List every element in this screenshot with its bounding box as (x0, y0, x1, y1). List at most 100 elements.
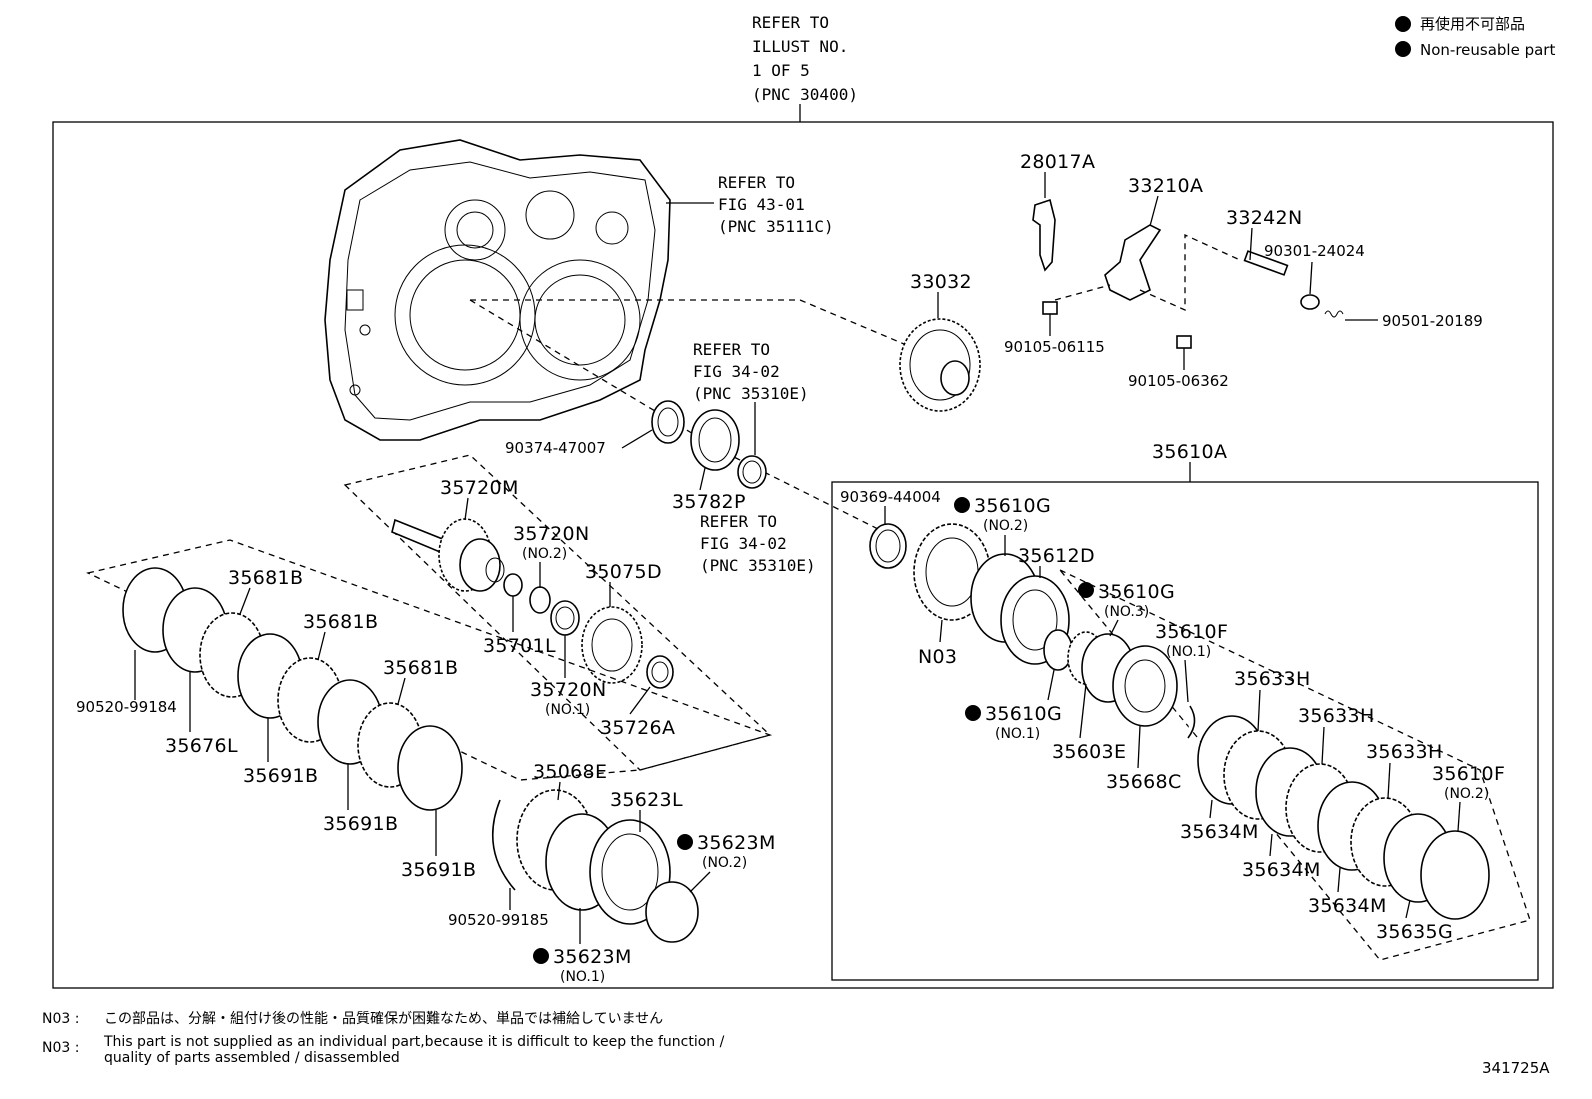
leader (939, 619, 943, 643)
non-reusable-dot-icon (533, 948, 549, 964)
washer-35701L-shape (503, 573, 523, 597)
leader (464, 497, 469, 521)
part-35075D: 35075D (585, 561, 662, 583)
bearing-90369-shape (869, 523, 907, 569)
part-35681B-a: 35681B (228, 567, 303, 589)
gear-33032-teeth (899, 318, 981, 412)
race-shape (737, 455, 767, 489)
spring-90501-shape (1324, 310, 1344, 318)
leader (1047, 669, 1055, 701)
leader (1184, 659, 1189, 703)
gear-35075D-body (591, 618, 633, 672)
bearing-35782P-shape (690, 409, 740, 471)
case-hole (349, 384, 361, 396)
leader (621, 429, 653, 449)
bearing-35782P-inner (698, 417, 732, 463)
shaft-33242N-shape (1243, 250, 1289, 276)
non-reusable-dot-icon (1395, 41, 1411, 57)
refer-fig-43-01: REFER TO FIG 43-01 (PNC 35111C) (666, 173, 834, 236)
gear-35720M-hub (485, 557, 505, 583)
refer-3402a-line2: FIG 34-02 (693, 362, 780, 381)
case-bore-2 (525, 190, 575, 240)
seal-90374-shape (651, 400, 685, 444)
leader (397, 677, 406, 705)
case-hole (359, 324, 371, 336)
part-35720M: 35720M (440, 477, 519, 499)
part-90105-06115: 90105-06115 (1004, 338, 1105, 356)
legend: 再使用不可部品 Non-reusable part (1395, 15, 1555, 59)
refer-3402b-line3: (PNC 35310E) (700, 556, 816, 575)
snap-ring-35610F1-shape (1187, 705, 1196, 739)
part-35068E: 35068E (533, 761, 607, 783)
note-1-text: この部品は、分解・組付け後の性能・品質確保が困難なため、単品では補給していません (104, 1011, 663, 1027)
snap-ring-90520-99185-shape (491, 799, 516, 891)
part-90369-44004: 90369-44004 (840, 488, 941, 506)
case-bore-1 (444, 199, 506, 261)
seal-plate-35668C-inner (1124, 659, 1166, 713)
legend-english: Non-reusable part (1420, 41, 1555, 59)
refer-3402b-line2: FIG 34-02 (700, 534, 787, 553)
leader (1249, 227, 1253, 261)
part-35720N-no2: 35720N (513, 523, 589, 545)
note-2-line-1: This part is not supplied as an individu… (103, 1034, 725, 1050)
plate-35691B-c-shape (397, 725, 463, 811)
refer-4301-line3: (PNC 35111C) (718, 217, 834, 236)
bolt-90105-06115-shape (1042, 301, 1058, 315)
part-35681B-c: 35681B (383, 657, 458, 679)
case-bore-1-inner (456, 211, 494, 249)
footnotes: N03 : この部品は、分解・組付け後の性能・品質確保が困難なため、単品では補給… (42, 1011, 1550, 1077)
gear-35075D-teeth (581, 606, 643, 684)
part-35610G-no1: 35610G (985, 703, 1062, 725)
part-35676L: 35676L (165, 735, 238, 757)
bearing-35720N1-shape (550, 600, 580, 636)
part-90520-99185: 90520-99185 (448, 911, 549, 929)
refer-3402a-line1: REFER TO (693, 340, 770, 359)
part-35782P: 35782P (672, 491, 746, 513)
part-N03: N03 (918, 646, 957, 668)
part-35633H-c: 35633H (1366, 741, 1443, 763)
leader (1257, 689, 1261, 732)
part-35610F-no2: 35610F (1432, 763, 1505, 785)
figure-id: 341725A (1482, 1059, 1550, 1077)
legend-japanese: 再使用不可部品 (1420, 15, 1525, 33)
gear-35720M-body (459, 538, 501, 592)
part-90520-99184: 90520-99184 (76, 698, 177, 716)
piston-35623L-inner (601, 833, 659, 911)
part-35603E: 35603E (1052, 741, 1126, 763)
refer-3402b-line1: REFER TO (700, 512, 777, 531)
part-35701L: 35701L (483, 635, 556, 657)
header-refer-line-4: (PNC 30400) (752, 85, 858, 104)
note-1-code: N03 : (42, 1011, 79, 1027)
leader (1209, 799, 1213, 819)
part-35634M-a: 35634M (1180, 821, 1259, 843)
part-35623L: 35623L (610, 789, 683, 811)
part-35668C: 35668C (1106, 771, 1182, 793)
case-outline (324, 139, 671, 441)
non-reusable-dot-icon (677, 834, 693, 850)
header-refer-line-3: 1 OF 5 (752, 61, 810, 80)
part-35691B-b: 35691B (323, 813, 398, 835)
header-refer-line-2: ILLUST NO. (752, 37, 848, 56)
race-inner (742, 460, 762, 484)
case-boss (346, 289, 364, 311)
piston-35612D-inner (1012, 589, 1058, 651)
part-35610F-no1: 35610F (1155, 621, 1228, 643)
part-35610F-no2-sub: (NO.2) (1444, 786, 1489, 802)
case-second-bore-inner (534, 274, 626, 366)
part-35633H-b: 35633H (1298, 705, 1375, 727)
non-reusable-dot-icon (965, 705, 981, 721)
part-35623M-no1-sub: (NO.1) (560, 969, 605, 985)
bearing-35726A-shape (646, 655, 674, 689)
bearing-35726A-inner (651, 661, 669, 683)
part-35633H-a: 35633H (1234, 668, 1311, 690)
part-28017A: 28017A (1020, 151, 1095, 173)
part-33032: 33032 (910, 271, 972, 293)
leader (689, 871, 711, 893)
part-35720N-no2-sub: (NO.2) (522, 546, 567, 562)
note-2-line-2: quality of parts assembled / disassemble… (104, 1050, 400, 1066)
part-35681B-b: 35681B (303, 611, 378, 633)
part-35623M-no2-sub: (NO.2) (702, 855, 747, 871)
part-90501-20189: 90501-20189 (1382, 312, 1483, 330)
non-reusable-dot-icon (1078, 582, 1094, 598)
